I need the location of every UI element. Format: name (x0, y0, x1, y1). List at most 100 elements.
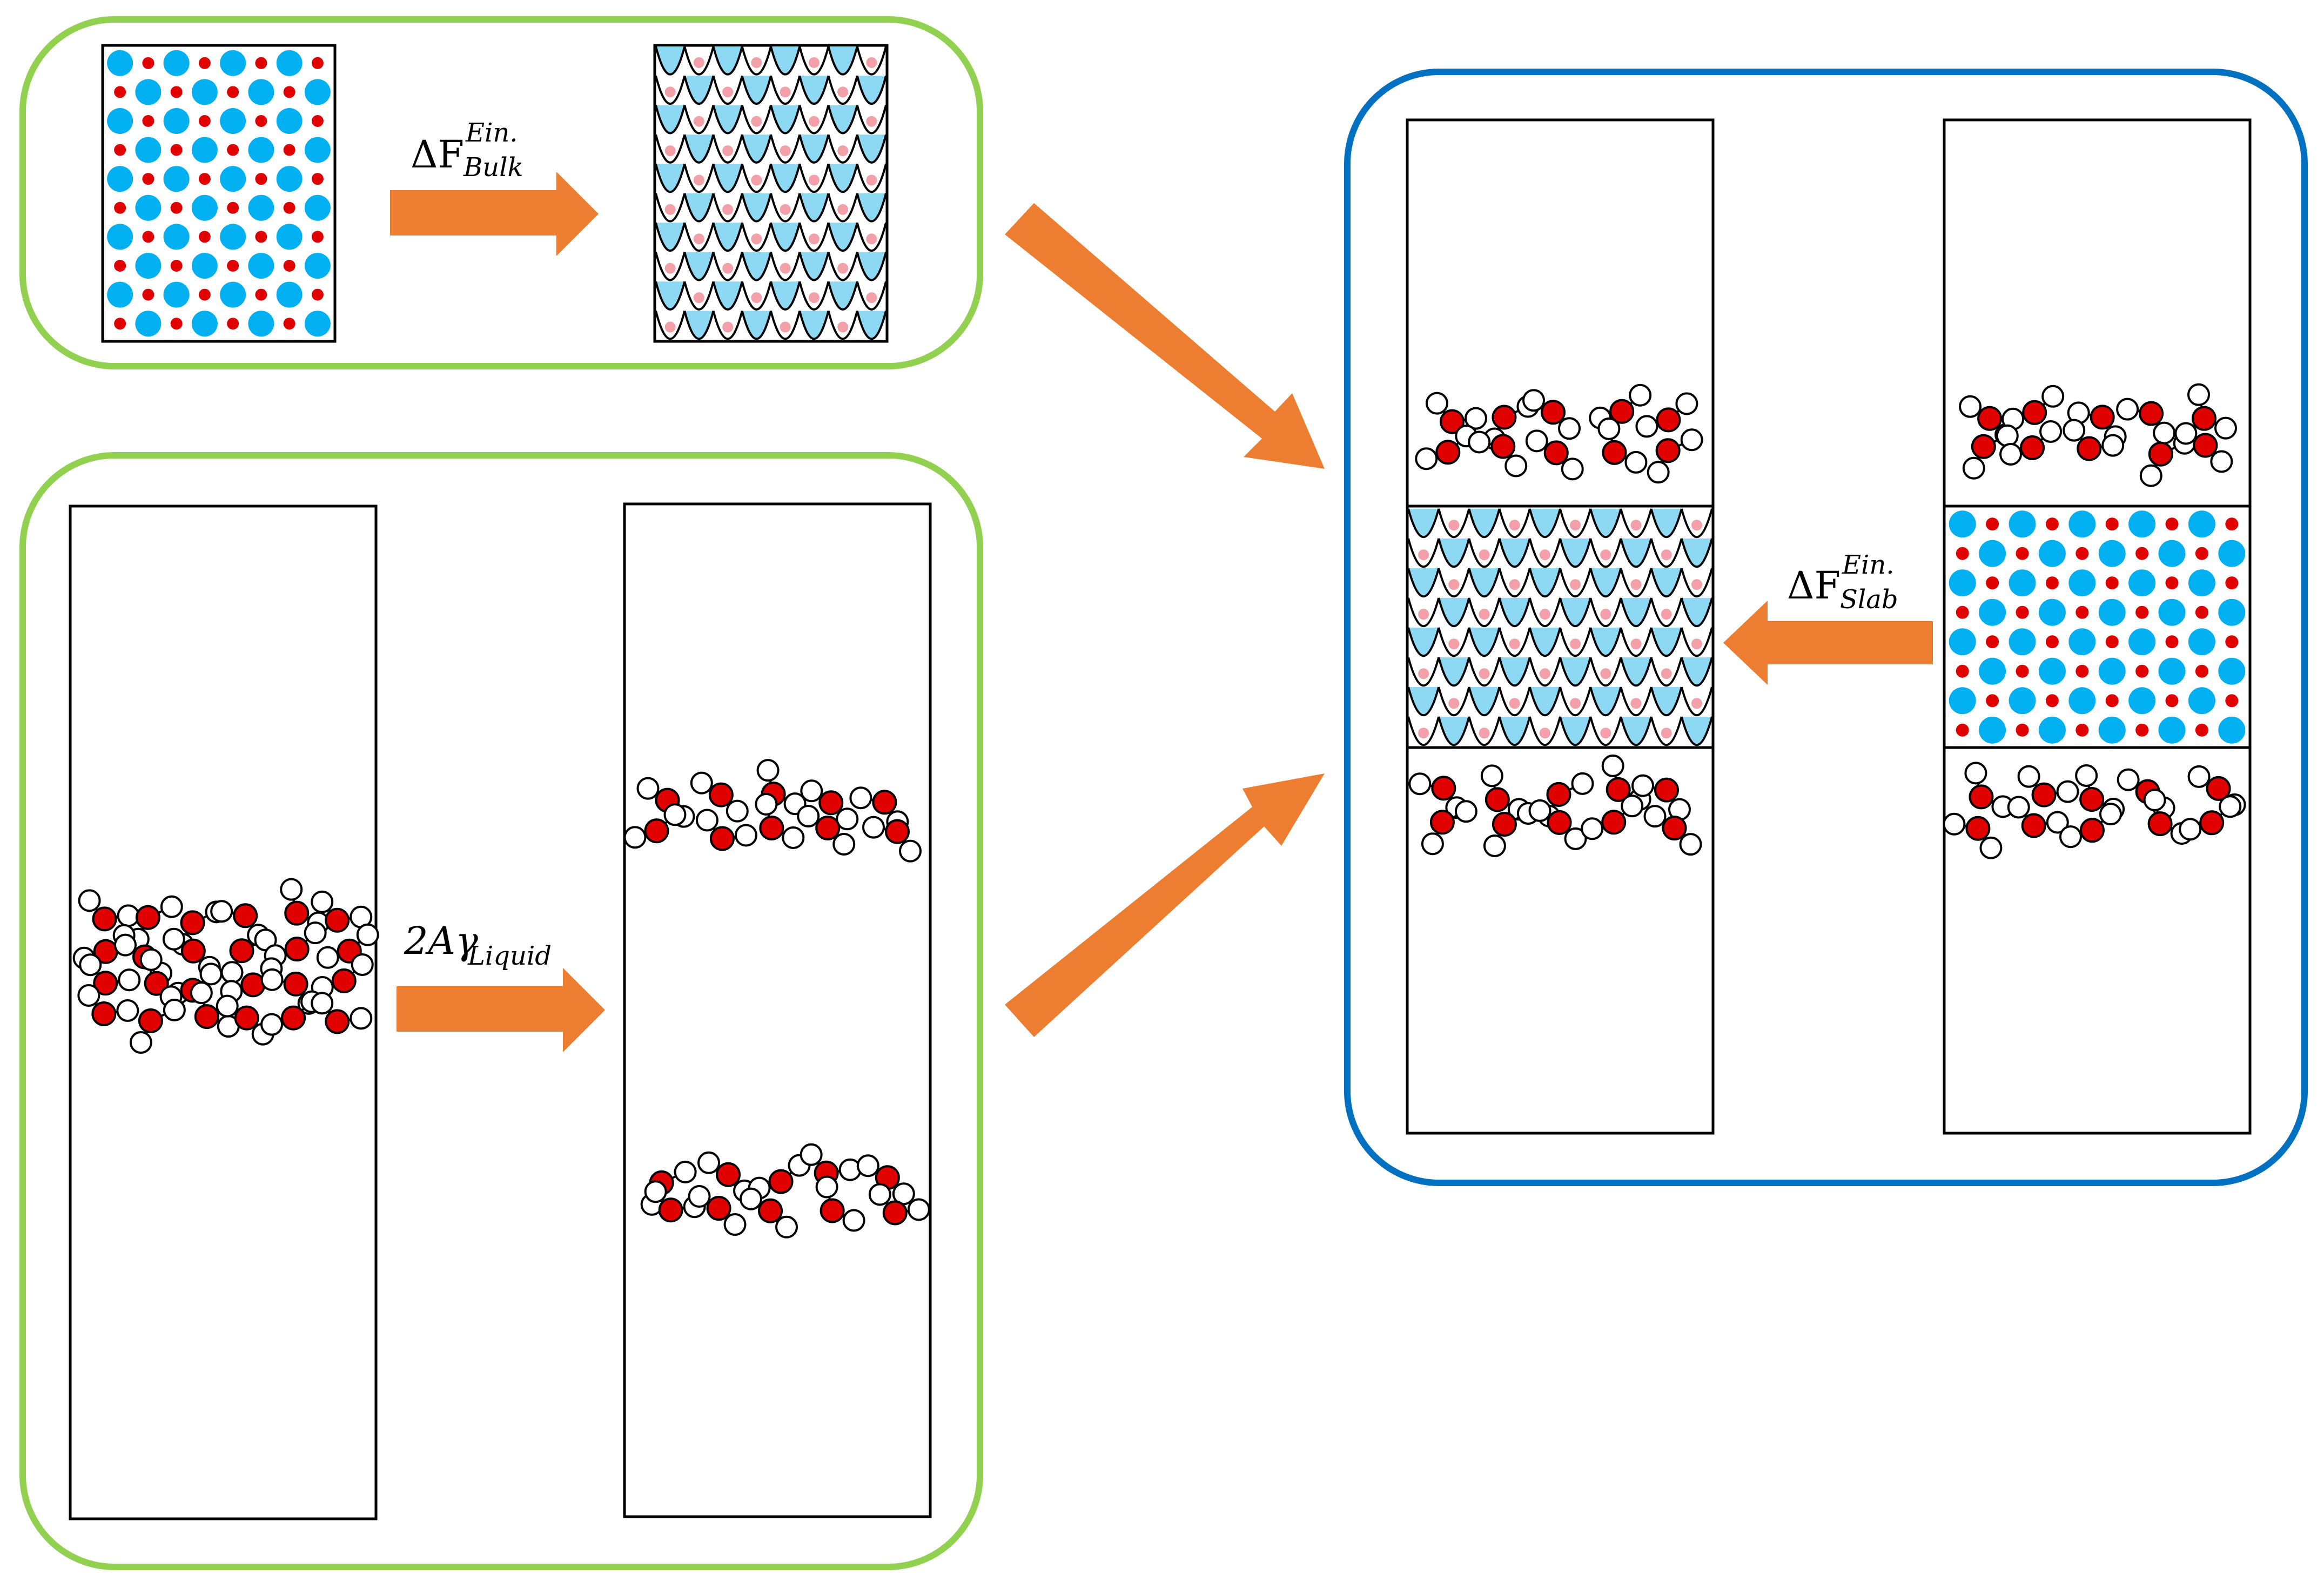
hydrogen-atom-icon (79, 953, 102, 977)
oxygen-atom-icon (170, 318, 183, 330)
water-molecule (690, 771, 749, 823)
einstein-well-icon (712, 252, 743, 281)
metal-ion-icon (248, 137, 274, 163)
einstein-well-icon (1438, 538, 1470, 568)
hydrogen-atom-icon (1571, 772, 1594, 795)
oxygen-atom-icon (818, 790, 844, 816)
oxygen-atom-icon (708, 782, 734, 807)
einstein-well-icon (712, 105, 743, 134)
einstein-well-icon (741, 105, 772, 134)
oxygen-atom-icon (2016, 605, 2029, 619)
einstein-well-icon (1620, 627, 1653, 657)
metal-ion-icon (2068, 569, 2096, 597)
metal-ion-icon (1979, 657, 2006, 685)
oxygen-atom-icon (2022, 400, 2047, 425)
liquid-to-interface-arrow (1005, 773, 1325, 1037)
einstein-well-icon (741, 46, 772, 76)
water-molecule (2179, 795, 2242, 841)
well-particle (1630, 638, 1642, 650)
einstein-well-icon (770, 164, 801, 193)
metal-ion-icon (2038, 540, 2066, 567)
oxygen-atom-icon (2105, 694, 2119, 708)
oxygen-atom-icon (2195, 547, 2208, 560)
einstein-well-icon (770, 134, 801, 164)
einstein-well-icon (1620, 568, 1653, 597)
einstein-well-icon (683, 164, 715, 193)
metal-ion-icon (2098, 540, 2126, 567)
einstein-well-icon (1650, 597, 1683, 627)
hydrogen-atom-icon (77, 984, 100, 1007)
einstein-well-icon (1589, 597, 1622, 627)
water-molecule (1999, 420, 2063, 466)
oxygen-atom-icon (1492, 811, 1517, 837)
solid-slab-lattice (1949, 510, 2246, 744)
oxygen-atom-icon (2195, 723, 2208, 737)
metal-ion-icon (135, 79, 162, 105)
hydrogen-atom-icon (2046, 811, 2069, 834)
metal-ion-icon (248, 194, 274, 221)
hydrogen-atom-icon (1564, 827, 1587, 850)
oxygen-atom-icon (706, 1196, 731, 1221)
water-molecule (1964, 762, 2014, 818)
metal-ion-icon (2218, 540, 2246, 567)
metal-ion-icon (220, 108, 246, 134)
metal-ion-icon (2158, 716, 2186, 744)
water-molecule (644, 1180, 706, 1223)
well-particle (1570, 579, 1581, 590)
oxygen-atom-icon (1655, 438, 1681, 463)
einstein-well-icon (827, 252, 858, 281)
einstein-well-icon (1589, 538, 1622, 568)
hydrogen-atom-icon (842, 1209, 865, 1232)
metal-ion-icon (220, 166, 246, 192)
oxygen-atom-icon (2165, 635, 2179, 649)
oxygen-atom-icon (255, 115, 267, 127)
oxygen-atom-icon (2148, 441, 2173, 467)
oxygen-atom-icon (135, 905, 160, 930)
metal-ion-icon (1979, 540, 2006, 567)
metal-ion-icon (1979, 598, 2006, 626)
einstein-well-icon (798, 193, 830, 223)
oxygen-atom-icon (325, 907, 350, 933)
oxygen-atom-icon (1656, 407, 1681, 433)
well-particle (1630, 698, 1642, 709)
solid-slab-box (1943, 118, 2252, 1135)
oxygen-atom-icon (1969, 784, 1994, 810)
hydrogen-atom-icon (1425, 392, 1448, 415)
hydrogen-atom-icon (755, 792, 778, 816)
einstein-well-icon (1498, 627, 1531, 657)
hydrogen-atom-icon (775, 1215, 798, 1239)
oxygen-atom-icon (138, 1008, 163, 1033)
oxygen-atom-icon (2225, 517, 2239, 531)
oxygen-atom-icon (2076, 664, 2089, 678)
einstein-well-icon (741, 134, 772, 164)
oxygen-atom-icon (255, 288, 267, 301)
hydrogen-atom-icon (836, 807, 859, 831)
metal-ion-icon (191, 194, 218, 221)
metal-ion-icon (2158, 598, 2186, 626)
oxygen-atom-icon (2079, 818, 2105, 843)
einstein-well-icon (798, 46, 830, 76)
einstein-well-icon (655, 311, 686, 340)
bulk-solid-panel (19, 16, 983, 369)
einstein-well-icon (1407, 627, 1440, 657)
hydrogen-atom-icon (726, 799, 749, 823)
oxygen-atom-icon (283, 318, 295, 330)
water-molecule (2017, 765, 2079, 807)
einstein-well-icon (1468, 568, 1501, 597)
metal-ion-icon (2188, 687, 2215, 715)
oxygen-atom-icon (142, 57, 155, 69)
hydrogen-atom-icon (116, 999, 139, 1022)
einstein-well-icon (1468, 716, 1501, 746)
hydrogen-atom-icon (815, 1175, 838, 1199)
hydrogen-atom-icon (2059, 825, 2082, 849)
hydrogen-atom-icon (129, 1031, 152, 1054)
well-particle (722, 262, 734, 274)
einstein-well-icon (683, 222, 715, 252)
oxygen-atom-icon (1977, 406, 2003, 431)
einstein-well-icon (856, 252, 887, 281)
oxygen-atom-icon (331, 968, 357, 993)
metal-ion-icon (2128, 510, 2156, 538)
hydrogen-atom-icon (304, 921, 327, 945)
einstein-well-icon (1498, 568, 1531, 597)
well-particle (1418, 668, 1429, 679)
